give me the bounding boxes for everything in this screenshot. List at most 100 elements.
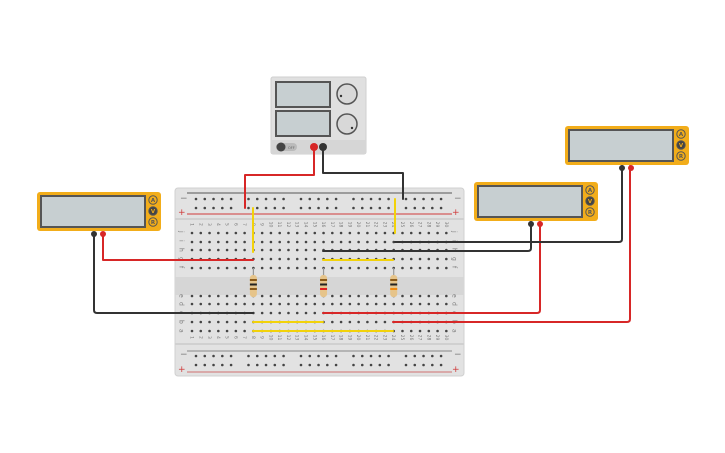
rail-hole[interactable] [431,363,434,367]
hole-j23[interactable] [383,231,387,235]
rail-hole[interactable] [334,363,338,367]
hole-c14[interactable] [304,311,308,315]
hole-f6[interactable] [234,266,238,270]
rail-hole[interactable] [387,363,390,367]
hole-j15[interactable] [313,231,317,235]
rail-hole[interactable] [422,206,425,210]
hole-i11[interactable] [278,240,282,244]
hole-j4[interactable] [217,231,220,235]
hole-i10[interactable] [269,240,273,244]
hole-e26[interactable] [409,294,413,298]
hole-a1[interactable] [190,329,194,333]
rail-hole[interactable] [378,363,382,367]
hole-f5[interactable] [225,266,229,270]
hole-c10[interactable] [269,311,273,315]
hole-i23[interactable] [383,240,387,244]
hole-i14[interactable] [304,240,308,244]
multimeter-mode-r-button[interactable]: R [148,217,158,227]
rail-hole[interactable] [229,206,233,210]
rail-hole[interactable] [194,354,198,358]
rail-hole[interactable] [264,206,268,210]
hole-j28[interactable] [427,231,431,235]
hole-h6[interactable] [234,248,238,252]
hole-g29[interactable] [436,257,439,261]
hole-f25[interactable] [401,266,404,270]
hole-h7[interactable] [243,248,246,252]
rail-hole[interactable] [334,197,338,201]
hole-j5[interactable] [225,231,229,235]
hole-b19[interactable] [348,320,352,324]
hole-b4[interactable] [217,320,220,324]
hole-h11[interactable] [278,248,282,252]
hole-f22[interactable] [374,266,378,270]
rail-hole[interactable] [413,354,417,358]
rail-hole[interactable] [255,206,259,210]
hole-e21[interactable] [366,294,369,298]
rail-hole[interactable] [404,363,408,367]
rail-hole[interactable] [387,197,390,201]
multimeter-mode-a-button[interactable]: A [585,185,595,195]
wire-right-meter-positive[interactable] [392,165,631,323]
hole-j13[interactable] [295,231,299,235]
rail-hole[interactable] [308,363,312,367]
rail-hole[interactable] [247,354,250,358]
hole-e9[interactable] [260,294,264,298]
multimeter-mode-a-button[interactable]: A [148,195,158,205]
hole-j17[interactable] [331,231,334,235]
wire-middle-meter-positive[interactable] [322,221,541,314]
rail-hole[interactable] [221,363,224,367]
rail-hole[interactable] [369,206,373,210]
current-knob-icon[interactable] [336,113,358,135]
rail-hole[interactable] [282,206,285,210]
hole-a6[interactable] [234,329,238,333]
rail-hole[interactable] [404,206,408,210]
multimeter-positive-probe[interactable] [100,231,106,237]
rail-hole[interactable] [247,206,250,210]
negative-terminal[interactable] [319,143,327,151]
multimeter-left[interactable]: AVR [37,192,161,237]
rail-hole[interactable] [308,206,312,210]
rail-hole[interactable] [439,363,443,367]
rail-hole[interactable] [282,363,285,367]
hole-h14[interactable] [304,248,308,252]
hole-j25[interactable] [401,231,404,235]
hole-e2[interactable] [199,294,203,298]
hole-f13[interactable] [295,266,299,270]
multimeter-right[interactable]: AVR [565,126,689,171]
hole-h4[interactable] [217,248,220,252]
hole-f26[interactable] [409,266,413,270]
hole-e29[interactable] [436,294,439,298]
hole-b6[interactable] [234,320,238,324]
rail-hole[interactable] [194,363,198,367]
hole-f7[interactable] [243,266,246,270]
hole-f3[interactable] [208,266,211,270]
hole-h12[interactable] [287,248,290,252]
hole-c11[interactable] [278,311,282,315]
positive-terminal[interactable] [310,143,318,151]
hole-e18[interactable] [339,294,343,298]
hole-e23[interactable] [383,294,387,298]
hole-f28[interactable] [427,266,431,270]
hole-h10[interactable] [269,248,273,252]
wire-supply-positive[interactable] [244,149,315,209]
multimeter-middle[interactable]: AVR [474,182,598,227]
hole-g30[interactable] [445,257,448,261]
hole-i13[interactable] [295,240,299,244]
rail-hole[interactable] [273,354,277,358]
rail-hole[interactable] [317,354,320,358]
hole-f9[interactable] [260,266,264,270]
hole-f19[interactable] [348,266,352,270]
hole-d6[interactable] [234,302,238,306]
hole-h5[interactable] [225,248,229,252]
hole-d14[interactable] [304,302,308,306]
hole-j2[interactable] [199,231,203,235]
rail-hole[interactable] [203,206,207,210]
hole-b21[interactable] [366,320,369,324]
wire-middle-meter-negative[interactable] [322,221,532,252]
hole-e30[interactable] [445,294,448,298]
hole-e28[interactable] [427,294,431,298]
hole-f2[interactable] [199,266,203,270]
multimeter-positive-probe[interactable] [628,165,634,171]
rail-hole[interactable] [413,363,417,367]
rail-hole[interactable] [299,197,303,201]
